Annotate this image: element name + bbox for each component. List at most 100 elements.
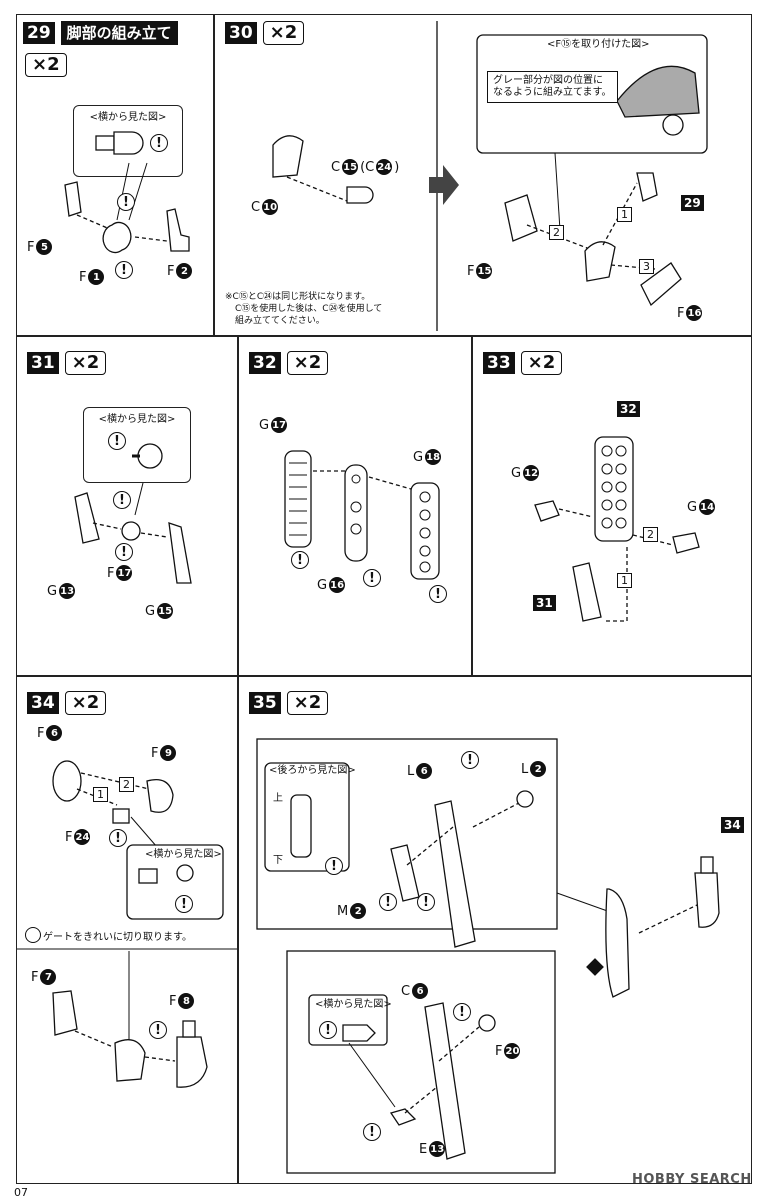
step-number: 30: [225, 22, 257, 44]
caution-icon: !: [108, 432, 126, 450]
callout-title: <横から見た図>: [145, 849, 222, 860]
caution-icon: !: [461, 751, 479, 769]
step-number: 35: [249, 692, 281, 714]
label-down: 下: [273, 855, 283, 866]
step-ref-31: 31: [533, 595, 556, 611]
step-33-diagram: [534, 436, 700, 622]
caution-icon: !: [117, 193, 135, 211]
caution-icon: !: [115, 261, 133, 279]
step-ref-32: 32: [617, 401, 640, 417]
step-35-diagram: [256, 738, 720, 1174]
callout-title: <F⑮を取り付けた図>: [547, 39, 650, 50]
caution-icon: !: [113, 491, 131, 509]
step-number: 33: [483, 352, 515, 374]
sequence-1: 1: [93, 787, 108, 802]
label-up: 上: [273, 793, 283, 804]
caution-icon: !: [150, 134, 168, 152]
sequence-1: 1: [617, 207, 632, 222]
callout-title-side: <横から見た図>: [315, 999, 392, 1010]
step-ref-34: 34: [721, 817, 744, 833]
step-number: 34: [27, 692, 59, 714]
caution-icon: !: [325, 857, 343, 875]
callout-title: <横から見た図>: [89, 112, 167, 123]
caution-icon: !: [363, 1123, 381, 1141]
step-29-diagram: [64, 162, 190, 254]
side-view-callout: <横から見た図> !: [83, 407, 191, 483]
callout-title-back: <後ろから見た図>: [269, 765, 356, 776]
multiplier-badge: ×2: [286, 691, 329, 715]
shape-note: ※C⑮とC㉔は同じ形状になります。 C⑮を使用した後は、C㉔を使用して 組み立て…: [225, 292, 383, 326]
page-number: 07: [14, 1186, 28, 1199]
caution-icon: !: [379, 893, 397, 911]
sequence-1: 1: [617, 573, 632, 588]
caution-icon: !: [291, 551, 309, 569]
gate-note: ゲートをきれいに切り取ります。: [25, 927, 192, 943]
gate-cut-icon: [25, 927, 41, 943]
step-number: 32: [249, 352, 281, 374]
multiplier-badge: ×2: [262, 21, 305, 45]
step-30-diagram: [272, 21, 708, 331]
step-34-diagram: [17, 760, 237, 1088]
sequence-2: 2: [549, 225, 564, 240]
multiplier-badge: ×2: [286, 351, 329, 375]
sequence-2: 2: [643, 527, 658, 542]
step-31-diagram: [74, 482, 192, 584]
caution-icon: !: [363, 569, 381, 587]
caution-icon: !: [175, 895, 193, 913]
multiplier-badge: ×2: [520, 351, 563, 375]
sequence-3: 3: [639, 259, 654, 274]
side-view-callout: <横から見た図> !: [73, 105, 183, 177]
multiplier-badge: ×2: [64, 351, 107, 375]
step-title: 脚部の組み立て: [60, 21, 178, 45]
caution-icon: !: [429, 585, 447, 603]
sequence-2: 2: [119, 777, 134, 792]
callout-title: <横から見た図>: [98, 414, 176, 425]
callout-text: グレー部分が図の位置に なるように組み立てます。: [487, 71, 618, 103]
caution-icon: !: [149, 1021, 167, 1039]
caution-icon: !: [417, 893, 435, 911]
step-ref-29: 29: [681, 195, 704, 211]
multiplier-badge: ×2: [64, 691, 107, 715]
watermark: HOBBY SEARCH: [632, 1172, 752, 1187]
multiplier-badge: ×2: [25, 53, 67, 77]
caution-icon: !: [453, 1003, 471, 1021]
step-number: 31: [27, 352, 59, 374]
step-32-diagram: [284, 450, 440, 580]
step-number: 29: [23, 22, 55, 44]
caution-icon: !: [319, 1021, 337, 1039]
caution-icon: !: [115, 543, 133, 561]
caution-icon: !: [109, 829, 127, 847]
